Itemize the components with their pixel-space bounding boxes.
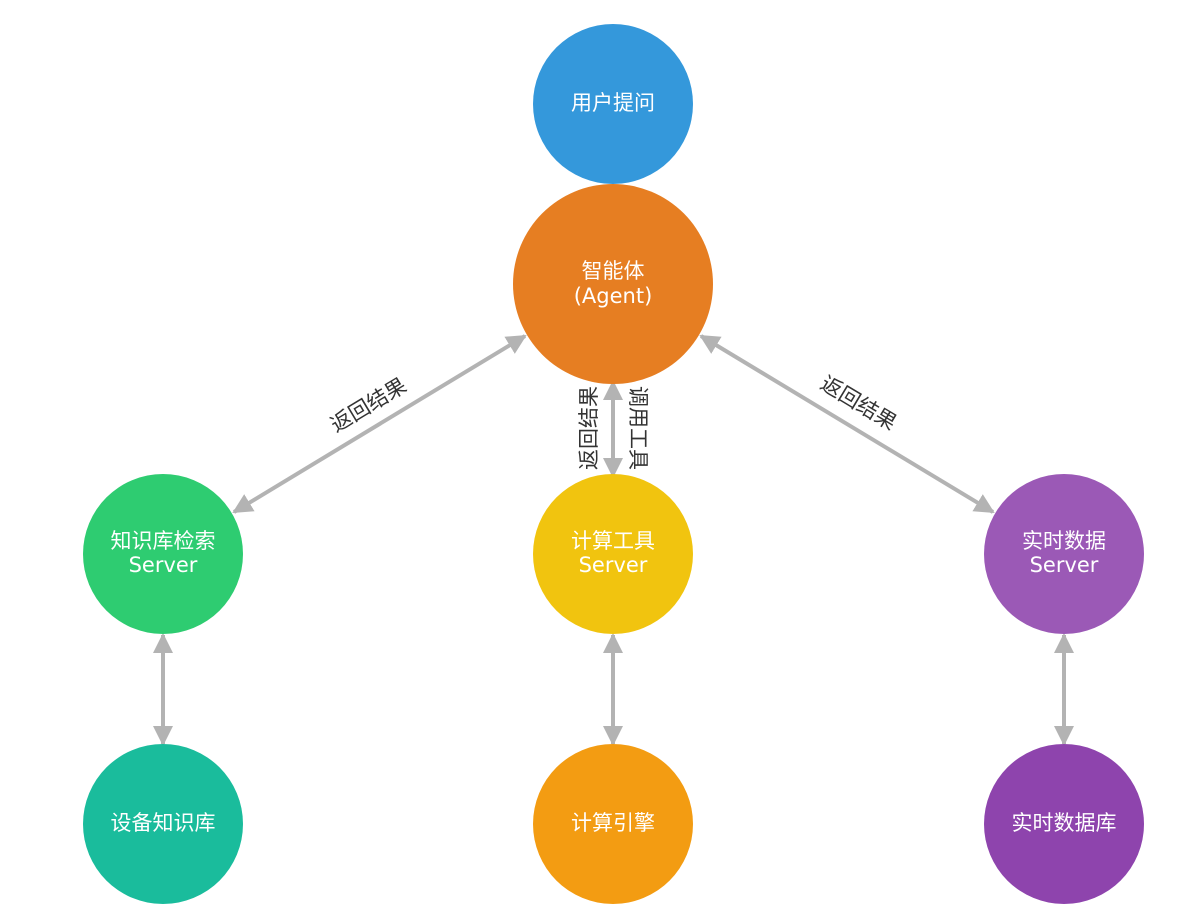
node-label: 计算引擎 [571, 811, 655, 835]
node-label-sub: (Agent) [574, 284, 653, 308]
edge-label-agent-calc-call: 调用工具 [626, 386, 650, 470]
node-circle [83, 744, 243, 904]
node-kb-search-server: 知识库检索 Server [83, 474, 243, 634]
node-label: 知识库检索 [111, 529, 216, 553]
node-label-sub: Server [129, 553, 198, 577]
node-label: 设备知识库 [111, 811, 216, 835]
node-label: 计算工具 [571, 529, 655, 553]
node-calc-engine: 计算引擎 [533, 744, 693, 904]
edge-label-agent-kb: 返回结果 [326, 373, 410, 437]
node-label: 用户提问 [571, 91, 655, 115]
node-calc-tool-server: 计算工具 Server [533, 474, 693, 634]
node-circle [984, 474, 1144, 634]
node-label-sub: Server [1030, 553, 1099, 577]
node-label: 实时数据库 [1012, 811, 1117, 835]
edge-label-agent-rt: 返回结果 [816, 371, 900, 435]
node-realtime-data-server: 实时数据 Server [984, 474, 1144, 634]
node-circle [533, 24, 693, 184]
node-agent: 智能体 (Agent) [513, 184, 713, 384]
edges [153, 334, 1074, 746]
node-device-kb: 设备知识库 [83, 744, 243, 904]
node-circle [533, 474, 693, 634]
node-user-question: 用户提问 [533, 24, 693, 184]
node-circle [513, 184, 713, 384]
node-label-sub: Server [579, 553, 648, 577]
edge-label-agent-calc-return: 返回结果 [577, 386, 601, 470]
node-circle [83, 474, 243, 634]
node-realtime-db: 实时数据库 [984, 744, 1144, 904]
node-circle [533, 744, 693, 904]
node-circle [984, 744, 1144, 904]
edge-agent-kb-server [232, 334, 527, 514]
edge-agent-rt-server [699, 334, 995, 514]
node-label: 智能体 [582, 259, 645, 283]
node-label: 实时数据 [1022, 529, 1106, 553]
